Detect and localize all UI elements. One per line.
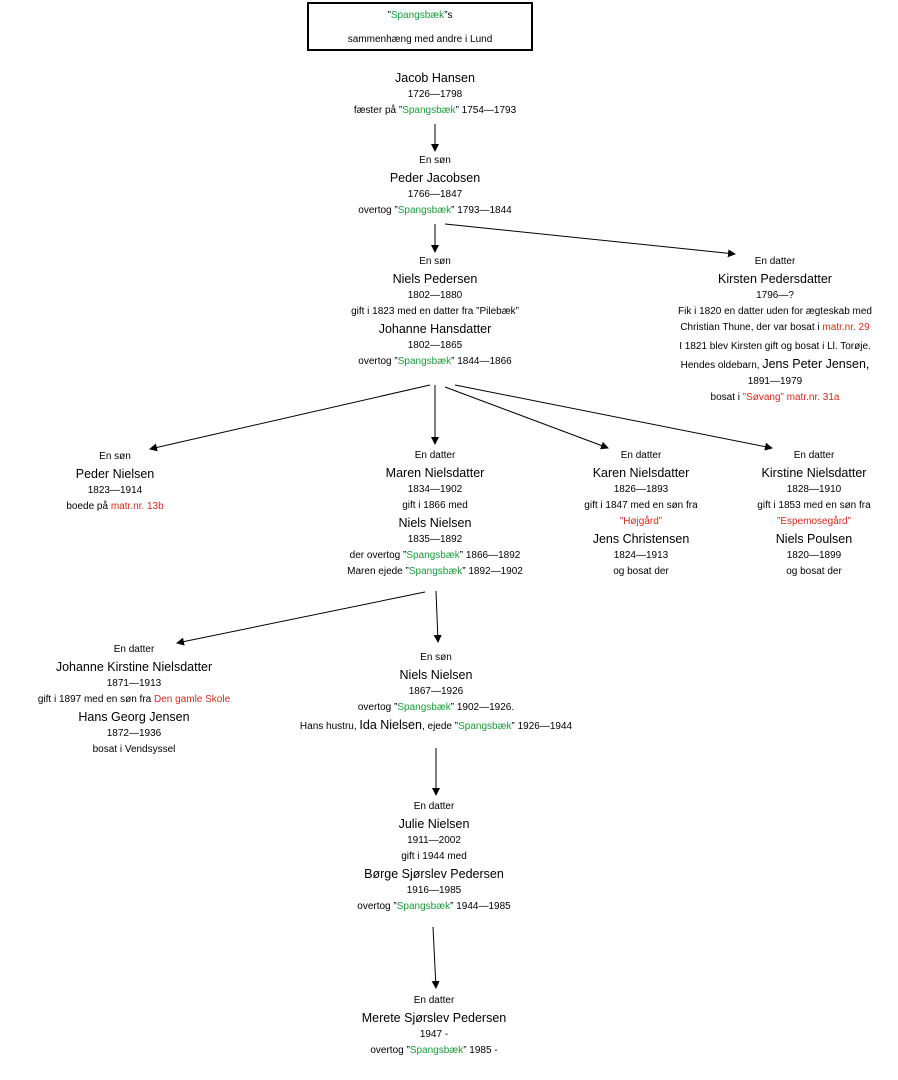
person-johanne-kirstine-nielsdatter: En datter Johanne Kirstine Nielsdatter 1…	[24, 642, 244, 758]
person-note-2: Maren ejede ”Spangsbæk” 1892—1902	[347, 566, 523, 577]
relation-label: En datter	[414, 450, 456, 461]
relation-label: En datter	[413, 801, 455, 812]
person-peder-nielsen: En søn Peder Nielsen 1823—1914 boede på …	[55, 449, 175, 515]
person-name: Peder Nielsen	[75, 467, 155, 481]
place-name: ”Espemosegård”	[777, 516, 851, 527]
relation-label: En søn	[420, 652, 452, 663]
relation-label: En datter	[413, 995, 455, 1006]
person-name: Maren Nielsdatter	[385, 466, 485, 480]
person-name: Niels Pedersen	[392, 272, 478, 286]
person-years: 1796—?	[756, 290, 794, 301]
person-name: Julie Nielsen	[398, 817, 470, 831]
person-jacob-hansen: Jacob Hansen 1726—1798 fæster på ”Spangs…	[335, 69, 535, 119]
person-julie-nielsen: En datter Julie Nielsen 1911—2002 gift i…	[334, 799, 534, 915]
farm-name: Spangsbæk	[390, 10, 445, 21]
arrow-niels-karen	[444, 386, 609, 450]
spouse-name: Niels Nielsen	[398, 516, 472, 530]
person-name: Peder Jacobsen	[389, 171, 481, 185]
spouse-years: 1916—1985	[406, 885, 462, 896]
kirsten-line-1: Fik i 1820 en datter uden for ægteskab m…	[677, 306, 872, 317]
spouse-name: Børge Sjørslev Pedersen	[364, 867, 504, 881]
title-box: ”Spangsbæk”s sammenhæng med andre i Lund	[307, 2, 533, 51]
spouse-years: 1802—1865	[407, 340, 463, 351]
person-name: Kirstine Nielsdatter	[761, 466, 867, 480]
title-line-1: ”Spangsbæk”s	[387, 10, 453, 21]
relation-label: En søn	[419, 256, 451, 267]
person-note: overtog ”Spangsbæk” 1985 -	[370, 1045, 498, 1056]
marriage-note: gift i 1944 med	[401, 851, 467, 862]
person-note: boede på matr.nr. 13b	[66, 501, 164, 512]
spouse-name: Jens Christensen	[592, 532, 690, 546]
person-name: Kirsten Pedersdatter	[718, 272, 832, 286]
relation-label: En datter	[620, 450, 662, 461]
person-name: Karen Nielsdatter	[592, 466, 690, 480]
marriage-note: gift i 1866 med	[402, 500, 468, 511]
arrow-niels-pedern	[149, 384, 431, 452]
person-note-1: der overtog ”Spangsbæk” 1866—1892	[349, 550, 521, 561]
spouse-years: 1820—1899	[786, 550, 842, 561]
person-years: 1766—1847	[407, 189, 463, 200]
person-years: 1823—1914	[87, 485, 143, 496]
person-note-1: overtog ”Spangsbæk” 1902—1926.	[357, 702, 515, 713]
person-merete-sjorslev-pedersen: En datter Merete Sjørslev Pedersen 1947 …	[334, 993, 534, 1059]
person-years: 1947 -	[419, 1029, 449, 1040]
place-name: ”Højgård”	[619, 516, 663, 527]
kirsten-line-5: 1891—1979	[747, 376, 803, 387]
kirsten-line-6: bosat i ”Søvang” matr.nr. 31a	[710, 392, 840, 403]
person-years: 1834—1902	[407, 484, 463, 495]
person-note: bosat i Vendsyssel	[92, 744, 176, 755]
person-name: Jacob Hansen	[395, 71, 475, 85]
person-peder-jacobsen: En søn Peder Jacobsen 1766—1847 overtog …	[335, 153, 535, 219]
spouse-name: Niels Poulsen	[775, 532, 853, 546]
relation-label: En søn	[419, 155, 451, 166]
kirsten-line-3: I 1821 blev Kirsten gift og bosat i Ll. …	[679, 341, 871, 352]
relation-label: En datter	[113, 644, 155, 655]
person-name: Merete Sjørslev Pedersen	[361, 1011, 507, 1025]
arrow-julie-merete	[431, 926, 440, 989]
person-name: Johanne Kirstine Nielsdatter	[55, 660, 213, 674]
arrow-maren-niels	[433, 590, 442, 643]
marriage-note: gift i 1853 med en søn fra	[757, 500, 871, 511]
person-niels-nielsen: En søn Niels Nielsen 1867—1926 overtog ”…	[286, 650, 586, 735]
kirsten-line-2: Christian Thune, der var bosat i matr.nr…	[680, 322, 870, 333]
person-name: Niels Nielsen	[399, 668, 473, 682]
marriage-note: gift i 1823 med en datter fra ”Pilebæk”	[351, 306, 519, 317]
person-note: overtog ”Spangsbæk” 1793—1844	[358, 205, 512, 216]
title-line-2: sammenhæng med andre i Lund	[347, 34, 493, 45]
marriage-note: gift i 1847 med en søn fra	[584, 500, 698, 511]
relation-label: En søn	[99, 451, 131, 462]
person-karen-nielsdatter: En datter Karen Nielsdatter 1826—1893 gi…	[566, 448, 716, 580]
arrow-maren-johanne	[176, 591, 426, 646]
person-note: og bosat der	[613, 566, 669, 577]
person-niels-pedersen: En søn Niels Pedersen 1802—1880 gift i 1…	[315, 254, 555, 370]
arrow-niels-kirstine	[454, 384, 773, 451]
relation-label: En datter	[754, 256, 796, 267]
person-maren-nielsdatter: En datter Maren Nielsdatter 1834—1902 gi…	[335, 448, 535, 580]
person-kirstine-nielsdatter: En datter Kirstine Nielsdatter 1828—1910…	[739, 448, 889, 580]
person-years: 1911—2002	[407, 835, 461, 846]
person-years: 1867—1926	[408, 686, 464, 697]
spouse-years: 1824—1913	[613, 550, 669, 561]
person-note: overtog ”Spangsbæk” 1844—1866	[358, 356, 512, 367]
marriage-note: gift i 1897 med en søn fra Den gamle Sko…	[37, 694, 231, 705]
kirsten-line-4: Hendes oldebarn, Jens Peter Jensen,	[680, 357, 870, 371]
person-kirsten-pedersdatter: En datter Kirsten Pedersdatter 1796—? Fi…	[655, 254, 895, 406]
person-years: 1802—1880	[407, 290, 463, 301]
person-years: 1828—1910	[786, 484, 842, 495]
spouse-name: Hans Georg Jensen	[78, 710, 190, 724]
person-years: 1826—1893	[613, 484, 669, 495]
spouse-years: 1872—1936	[106, 728, 162, 739]
spouse-name: Johanne Hansdatter	[378, 322, 492, 336]
relation-label: En datter	[793, 450, 835, 461]
person-note: og bosat der	[786, 566, 842, 577]
spouse-years: 1835—1892	[407, 534, 463, 545]
person-years: 1871—1913	[106, 678, 162, 689]
person-note-2: Hans hustru, Ida Nielsen, ejede ”Spangsb…	[299, 718, 573, 732]
person-years: 1726—1798	[407, 89, 463, 100]
person-note: fæster på ”Spangsbæk” 1754—1793	[353, 105, 517, 116]
arrow-peder-kirsten	[444, 223, 736, 258]
person-note: overtog ”Spangsbæk” 1944—1985	[357, 901, 511, 912]
